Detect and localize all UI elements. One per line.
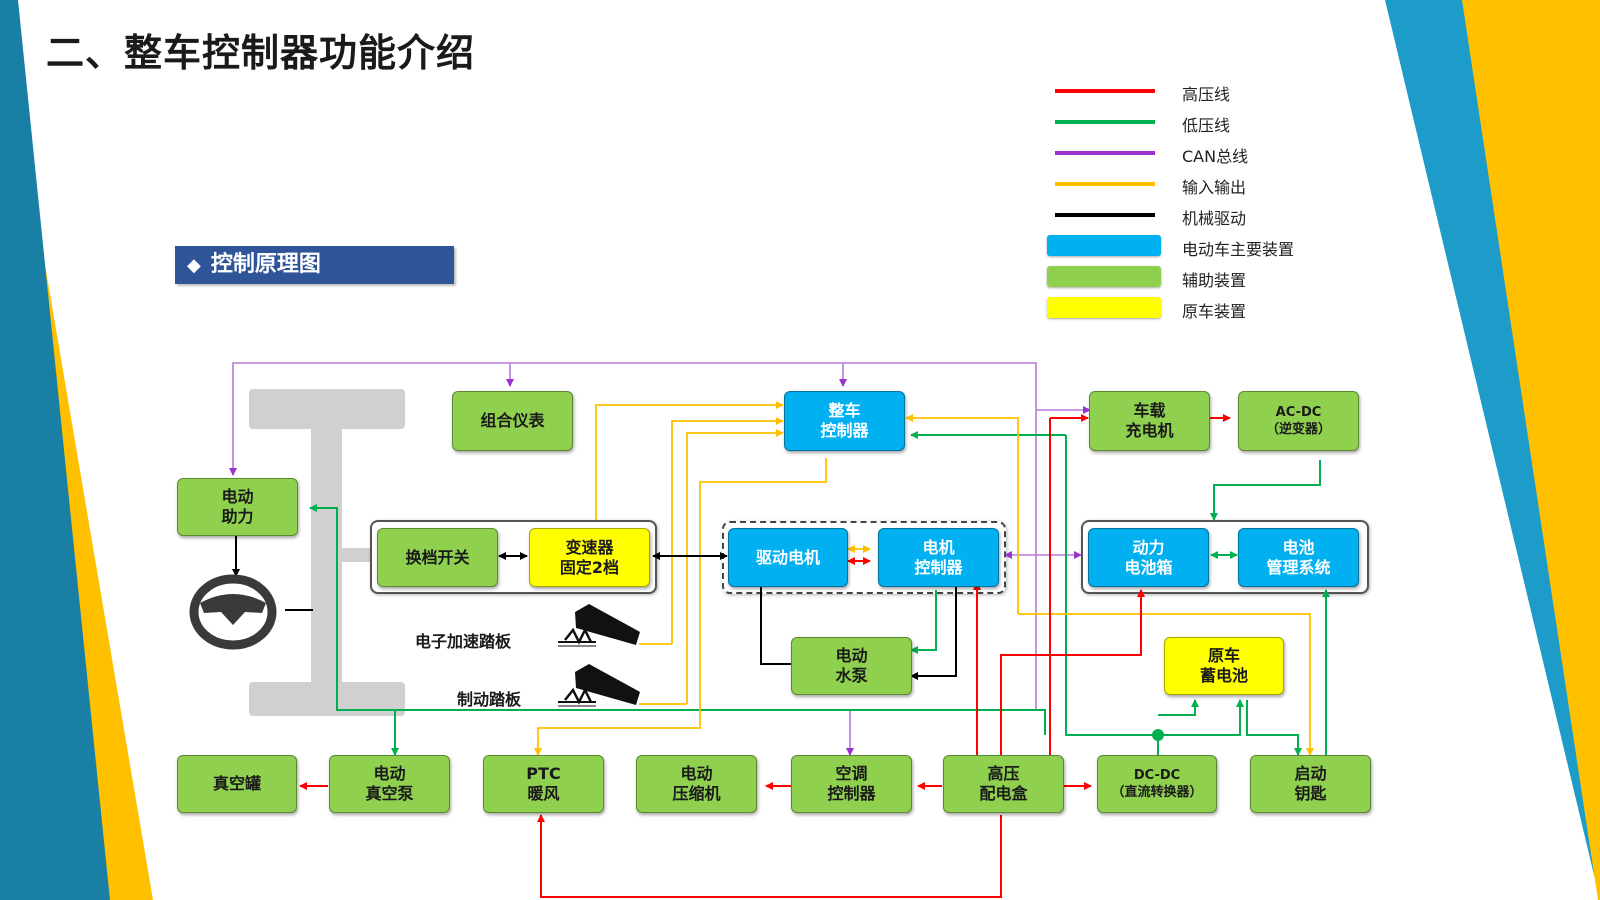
io-wires bbox=[534, 401, 1314, 756]
right-yellow-stripe bbox=[1462, 0, 1600, 900]
legend-swatch bbox=[1055, 151, 1155, 155]
high-voltage-wires bbox=[299, 414, 1231, 898]
electric-water-pump-box: 电动 水泵 bbox=[791, 637, 912, 695]
legend-item-low-voltage: 低压线 bbox=[1047, 109, 1347, 135]
motor-controller-box: 电机 控制器 bbox=[878, 528, 999, 587]
brake-pedal-icon bbox=[558, 664, 640, 707]
legend-item-can-bus: CAN总线 bbox=[1047, 140, 1347, 166]
legend-label: CAN总线 bbox=[1182, 147, 1249, 166]
electric-power-steering-box: 电动 助力 bbox=[177, 478, 298, 536]
legend-label: 输入输出 bbox=[1182, 178, 1247, 197]
power-battery-box: 动力 电池箱 bbox=[1088, 528, 1209, 587]
legend-swatch bbox=[1055, 213, 1155, 217]
shift-switch-box: 换档开关 bbox=[377, 528, 498, 587]
chassis-front-axle bbox=[249, 389, 405, 429]
left-teal-stripe bbox=[0, 0, 110, 900]
onboard-charger-box: 车载 充电机 bbox=[1089, 391, 1210, 451]
legend-swatch bbox=[1055, 120, 1155, 124]
brake-pedal-label: 制动踏板 bbox=[457, 690, 522, 709]
mechanical-wires bbox=[232, 536, 957, 680]
dc-dc-converter-box: DC-DC （直流转换器） bbox=[1097, 755, 1217, 813]
ac-dc-inverter-box: AC-DC （逆变器） bbox=[1238, 391, 1359, 451]
legend-item-high-voltage: 高压线 bbox=[1047, 78, 1347, 104]
high-voltage-distribution-box: 高压 配电盒 bbox=[943, 755, 1064, 813]
accelerator-pedal-icon bbox=[558, 604, 640, 647]
ptc-heater-box: PTC 暖风 bbox=[483, 755, 604, 813]
instrument-cluster-box: 组合仪表 bbox=[452, 391, 573, 451]
steering-wheel-icon bbox=[189, 574, 277, 650]
legend-swatch bbox=[1047, 266, 1161, 287]
legend-item-original-device: 原车装置 bbox=[1047, 295, 1347, 321]
legend-item-io: 输入输出 bbox=[1047, 171, 1347, 197]
electric-vacuum-pump-box: 电动 真空泵 bbox=[329, 755, 450, 813]
legend-label: 低压线 bbox=[1182, 116, 1231, 135]
electric-compressor-box: 电动 压缩机 bbox=[636, 755, 757, 813]
legend-swatch bbox=[1055, 89, 1155, 93]
legend-swatch bbox=[1055, 182, 1155, 186]
legend-item-main-device: 电动车主要装置 bbox=[1047, 233, 1347, 259]
diamond-icon: ◆ bbox=[187, 255, 201, 276]
slide-title: 二、整车控制器功能介绍 bbox=[46, 31, 476, 75]
vacuum-tank-box: 真空罐 bbox=[177, 755, 297, 813]
section-header: ◆ 控制原理图 bbox=[175, 246, 454, 284]
low-voltage-wires bbox=[309, 431, 1330, 756]
legend-label: 电动车主要装置 bbox=[1182, 240, 1295, 259]
legend-label: 辅助装置 bbox=[1182, 271, 1247, 290]
legend-label: 机械驱动 bbox=[1182, 209, 1247, 228]
legend-swatch bbox=[1047, 297, 1161, 318]
original-battery-box: 原车 蓄电池 bbox=[1164, 637, 1284, 695]
legend-label: 高压线 bbox=[1182, 85, 1231, 104]
section-label: 控制原理图 bbox=[210, 252, 321, 277]
ac-controller-box: 空调 控制器 bbox=[791, 755, 912, 813]
legend-item-mechanical: 机械驱动 bbox=[1047, 202, 1347, 228]
vehicle-controller-box: 整车 控制器 bbox=[784, 391, 905, 451]
battery-management-box: 电池 管理系统 bbox=[1238, 528, 1359, 587]
legend-item-aux-device: 辅助装置 bbox=[1047, 264, 1347, 290]
chassis-link bbox=[342, 548, 372, 562]
gearbox-box: 变速器 固定2档 bbox=[529, 528, 650, 587]
legend-label: 原车装置 bbox=[1182, 302, 1247, 321]
start-key-box: 启动 钥匙 bbox=[1250, 755, 1371, 813]
drive-motor-box: 驱动电机 bbox=[728, 528, 848, 587]
accelerator-pedal-label: 电子加速踏板 bbox=[415, 632, 512, 651]
legend-swatch bbox=[1047, 235, 1161, 256]
